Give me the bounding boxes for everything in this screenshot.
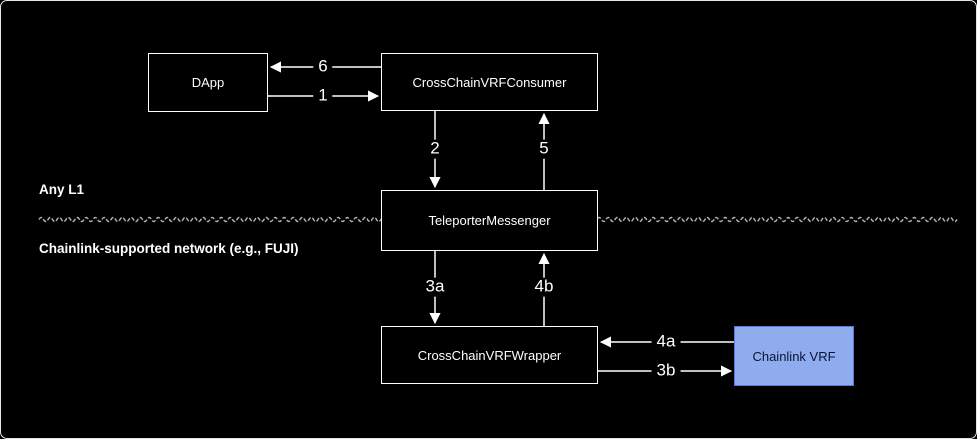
node-crosschainvrfconsumer: CrossChainVRFConsumer — [381, 53, 598, 111]
edge-label-5: 5 — [534, 139, 554, 159]
node-crosschainvrfwrapper: CrossChainVRFWrapper — [381, 326, 598, 384]
edge-label-4a: 4a — [651, 332, 681, 352]
region-label-any-l1: Any L1 — [39, 182, 85, 197]
edge-label-2: 2 — [425, 139, 445, 159]
node-dapp: DApp — [148, 53, 268, 112]
region-label-chainlink-network: Chainlink-supported network (e.g., FUJI) — [39, 241, 299, 256]
edge-label-6: 6 — [313, 57, 333, 77]
edge-label-3a: 3a — [420, 277, 450, 297]
edge-label-3b: 3b — [651, 361, 681, 381]
edge-label-1: 1 — [313, 86, 333, 106]
network-divider-wave — [38, 216, 958, 223]
node-teleportermessenger: TeleporterMessenger — [381, 190, 598, 251]
node-chainlink-vrf: Chainlink VRF — [734, 326, 854, 386]
edge-label-4b: 4b — [529, 277, 559, 297]
